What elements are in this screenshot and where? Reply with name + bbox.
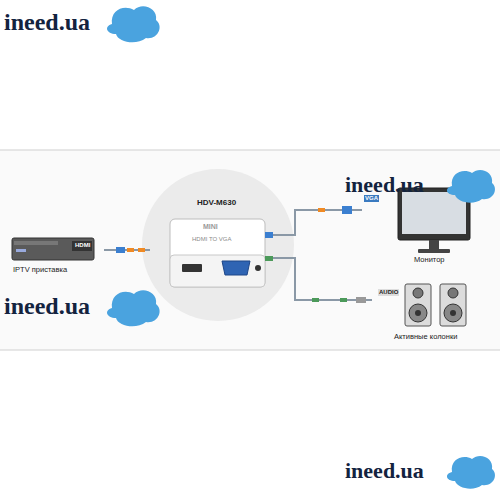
iptv-box-drawing xyxy=(12,238,94,260)
speakers-box: AUDIO Активные колонки xyxy=(372,282,472,344)
port-label: HDMI xyxy=(74,242,91,249)
cable xyxy=(104,249,150,251)
device-caption: IPTV приставка xyxy=(13,266,67,275)
backdrop-circle xyxy=(142,169,294,321)
cable-plugs xyxy=(116,206,366,303)
cable xyxy=(265,258,372,300)
connector-group xyxy=(104,210,372,300)
product-subtitle: HDMI TO VGA xyxy=(192,236,231,243)
product-mark: MINI xyxy=(203,223,218,231)
watermark-blob xyxy=(107,6,495,488)
device-caption: Монитор xyxy=(414,256,445,265)
watermark: ineed.ua xyxy=(345,174,424,196)
speakers-drawing xyxy=(405,284,466,326)
watermark: ineed.ua xyxy=(4,294,90,318)
iptv-box: HDMI IPTV приставка xyxy=(12,236,104,282)
band xyxy=(0,150,500,350)
device-caption: Активные колонки xyxy=(394,333,457,342)
watermark: ineed.ua xyxy=(345,460,424,482)
converter-box: HDV-M630MINI HDMI TO VGA xyxy=(150,195,265,290)
watermark: ineed.ua xyxy=(4,10,90,34)
converter-drawing xyxy=(170,219,265,287)
model-heading: HDV-M630 xyxy=(197,198,236,207)
monitor-box: VGA Монитор xyxy=(362,186,470,267)
port-label: AUDIO xyxy=(378,289,399,296)
port-label: VGA xyxy=(364,195,379,202)
